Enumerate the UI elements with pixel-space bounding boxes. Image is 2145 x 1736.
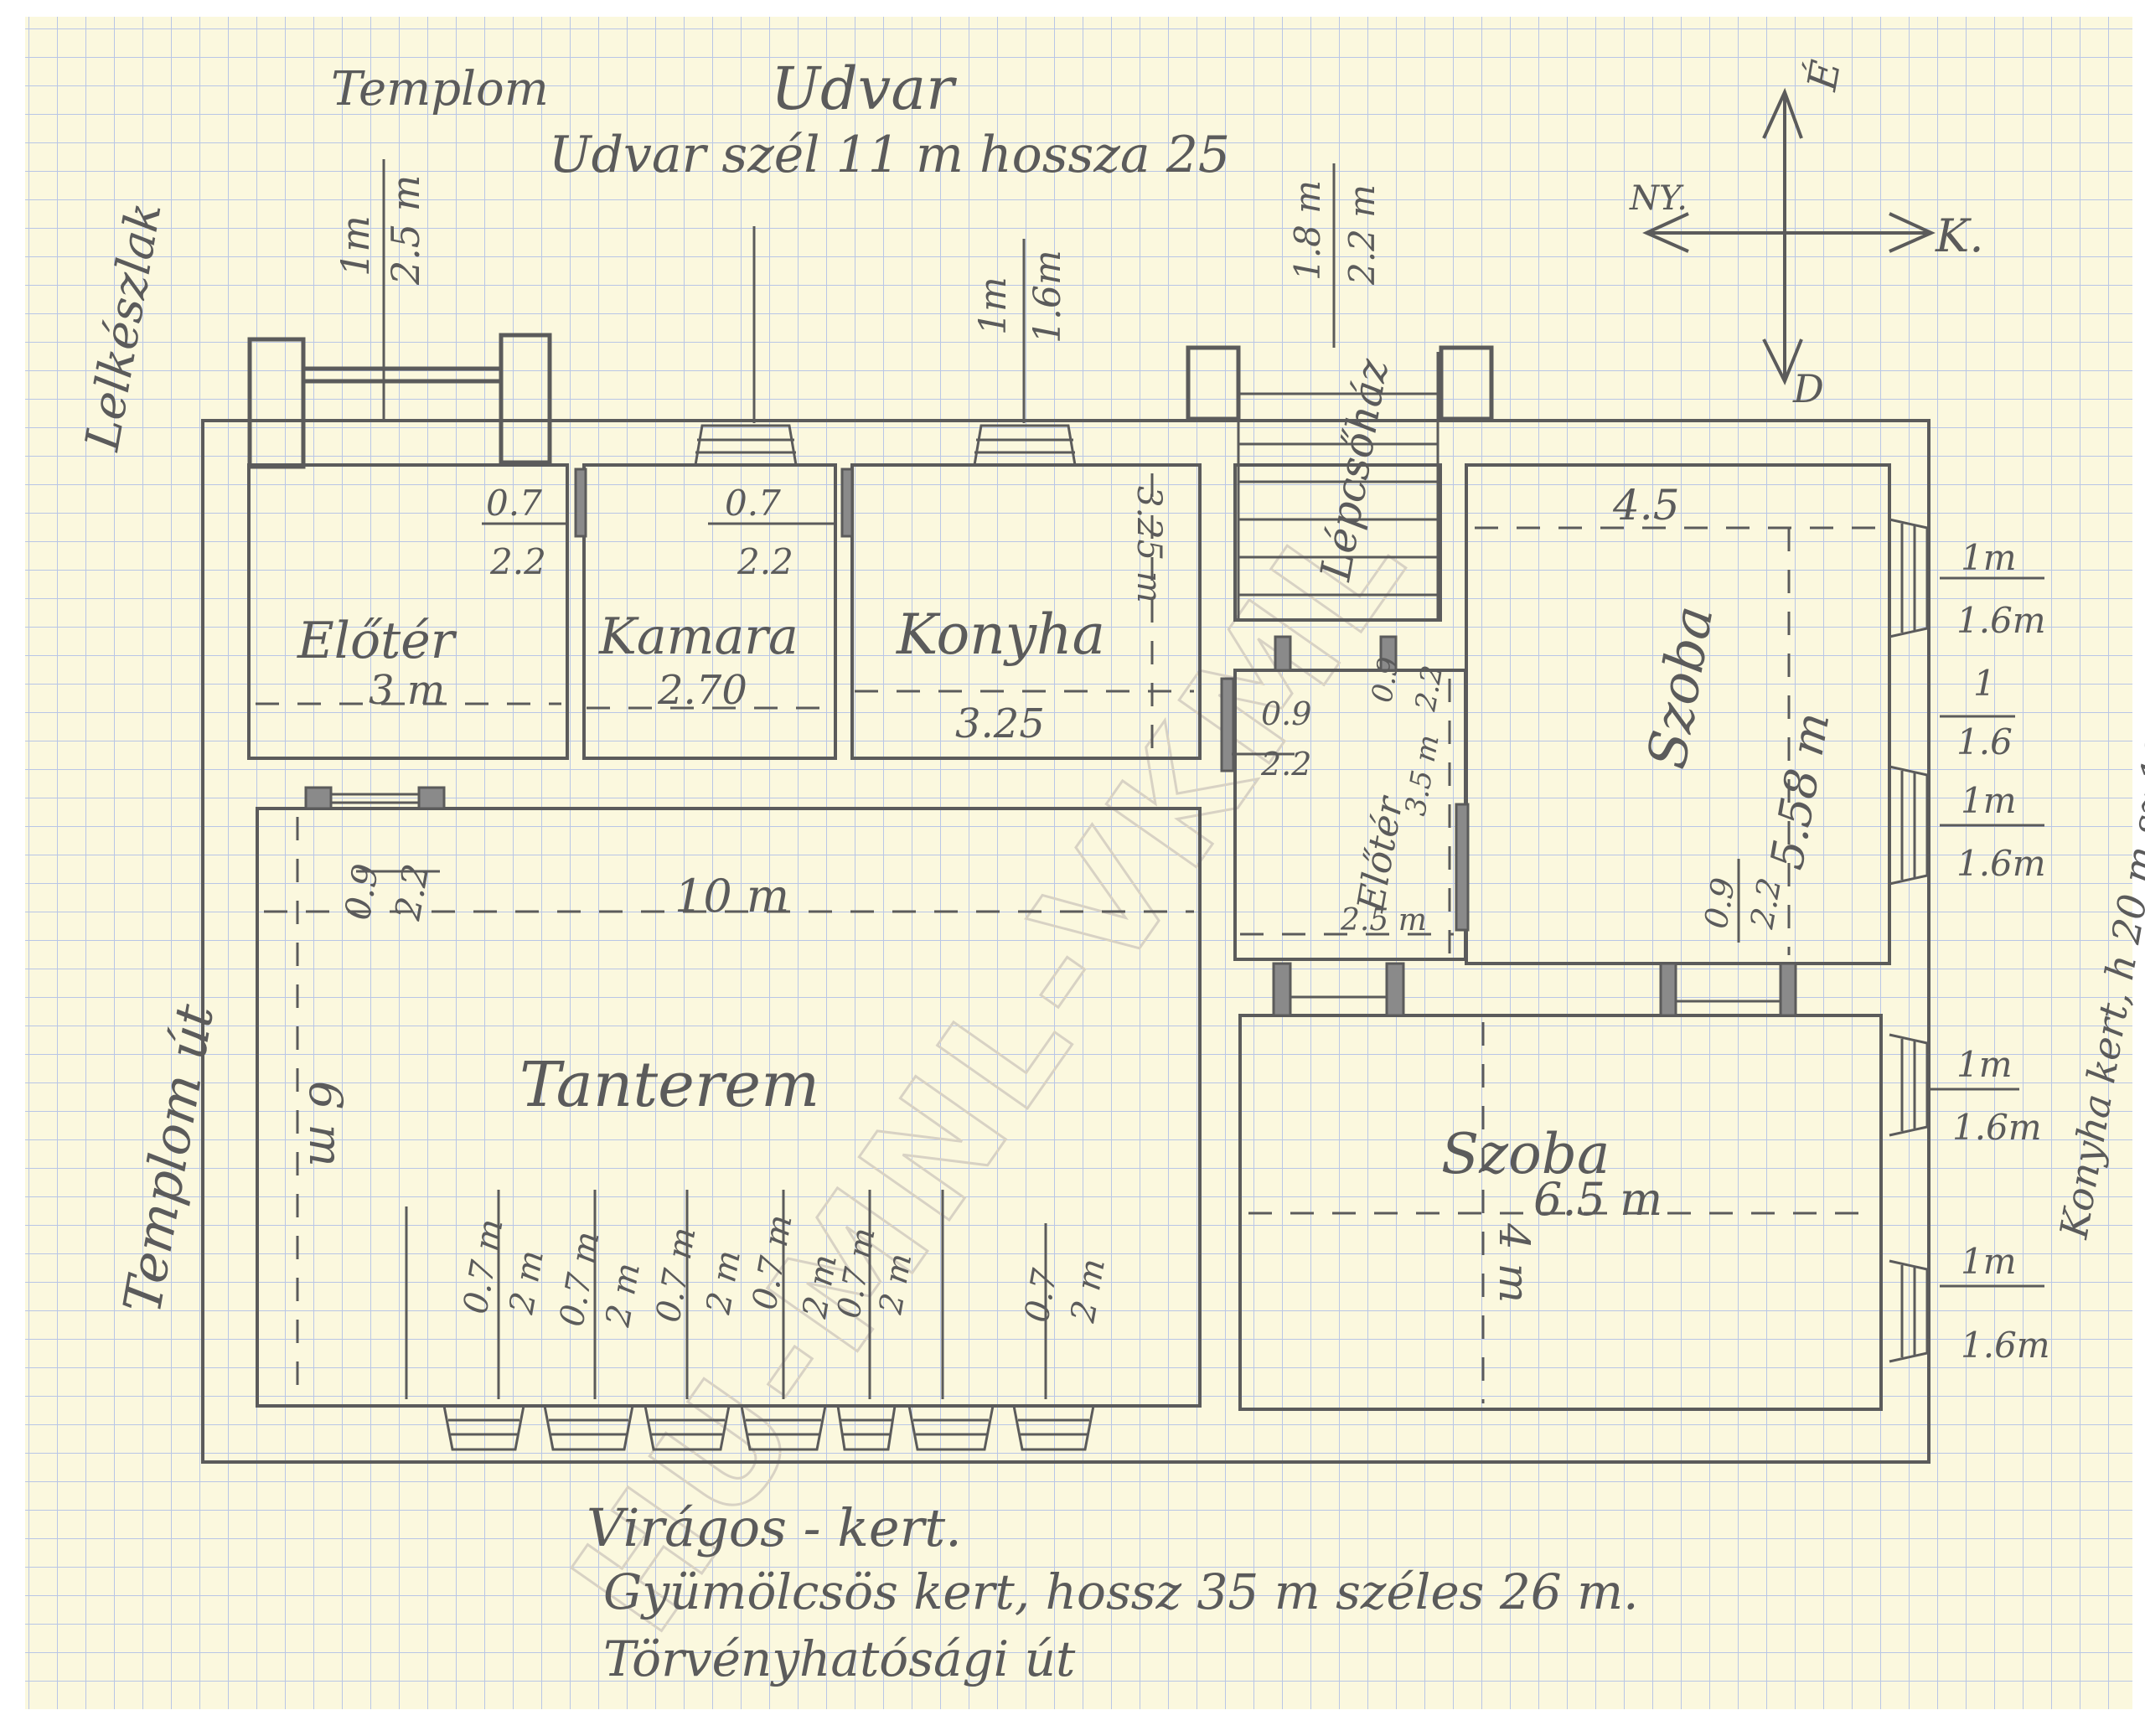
room-eloter-width: 3 m: [369, 667, 445, 714]
dimension-lines: [256, 473, 1881, 1403]
staircase-steps: [1237, 352, 1439, 620]
north-windows: [694, 424, 1077, 466]
room-szoba2-name: Szoba: [1441, 1122, 1610, 1186]
ew5-w: 1m: [1961, 1241, 2017, 1282]
konyha-window-width: 1m: [972, 276, 1015, 335]
room-szoba1-width: 4.5: [1612, 481, 1680, 530]
room-konyha-width: 3.25: [955, 700, 1045, 747]
label-templom-top: Templom: [331, 62, 549, 116]
room-eloter-door-w: 0.7: [486, 483, 542, 524]
label-udvar: Udvar: [771, 54, 957, 123]
room-tanterem-length: 10 m: [675, 870, 789, 922]
room-kamara-name: Kamara: [598, 607, 799, 666]
stair-door-height: 2.2 m: [1341, 184, 1383, 286]
compass-west: NY.: [1629, 179, 1688, 218]
eloter-walls: [247, 463, 569, 760]
compass-east: K.: [1935, 209, 1984, 262]
room-kamara-door-h: 2.2: [737, 541, 793, 582]
room-eloter2-size-b: 2.5 m: [1340, 903, 1427, 938]
interior-doors: [304, 468, 1797, 1017]
room-tanterem-door-w: 0.9: [337, 860, 387, 922]
lepcsohaz-walls: [1233, 463, 1442, 622]
ew3-h: 1.6m: [1956, 843, 2046, 884]
room-szoba1-door-h: 2.2: [1743, 875, 1788, 932]
label-viragos-kert: Virágos - kert.: [587, 1497, 962, 1558]
room-szoba1-door-w: 0.9: [1698, 875, 1743, 931]
compass-south: D: [1792, 366, 1824, 411]
room-konyha-depth: 3.25 m: [1129, 486, 1168, 603]
room-konyha-name: Konyha: [896, 602, 1105, 667]
label-udvar-size: Udvar szél 11 m hossza 25: [549, 126, 1230, 184]
room-kamara-width: 2.70: [657, 667, 747, 714]
grid-paper: [25, 17, 2132, 1709]
room-szoba2-width: 6.5 m: [1533, 1173, 1662, 1226]
ew4-h: 1.6m: [1952, 1107, 2042, 1148]
ew1-w: 1m: [1961, 537, 2017, 578]
ew2-h: 1.6: [1956, 721, 2013, 762]
south-windows: [442, 1405, 1095, 1451]
stair-door-width: 1.8 m: [1287, 180, 1328, 281]
ew3-w: 1m: [1961, 780, 2017, 821]
room-eloter2-door-b-w: 0.9: [1365, 654, 1406, 705]
kamara-walls: [582, 463, 837, 760]
room-eloter-name: Előtér: [297, 612, 457, 670]
room-eloter2-door-b-h: 2.2: [1408, 663, 1450, 714]
szoba1-walls: [1465, 463, 1891, 965]
szoba2-walls: [1238, 1014, 1883, 1411]
ew2-w: 1: [1973, 663, 1996, 704]
konyha-window-height: 1.6m: [1026, 250, 1069, 344]
east-windows: [1889, 518, 1929, 1363]
room-eloter2-door-a-w: 0.9: [1261, 695, 1311, 732]
room-tanterem-door-h: 2.2: [386, 860, 437, 923]
room-kamara-door-w: 0.7: [725, 483, 781, 524]
entrance-door-height: 2.5 m: [383, 175, 428, 286]
room-tanterem-depth: 6 m: [299, 1081, 352, 1167]
ew1-h: 1.6m: [1956, 600, 2046, 641]
compass-rose: [1642, 87, 1936, 385]
room-eloter-door-h: 2.2: [489, 541, 546, 582]
room-szoba2-depth: 4 m: [1490, 1222, 1538, 1303]
label-gyumolcsos-kert: Gyümölcsös kert, hossz 35 m széles 26 m.: [603, 1563, 1639, 1620]
konyha-walls: [850, 463, 1202, 760]
callout-lines: [356, 159, 2044, 1399]
tw6-w: 0.7: [1018, 1266, 1065, 1325]
room-tanterem-name: Tanterem: [519, 1049, 819, 1121]
entrance-door-width: 1m: [333, 215, 378, 276]
ew5-h: 1.6m: [1961, 1325, 2050, 1366]
label-torvenyhatosagi-ut: Törvényhatósági út: [603, 1630, 1076, 1687]
room-eloter2-door-a-h: 2.2: [1260, 746, 1311, 783]
building-outline: [201, 419, 1930, 1464]
east-window-labels: 1m 1.6m 1 1.6 1m 1.6m 1m 1.6m 1m 1.6m: [1952, 537, 2050, 1366]
ew4-w: 1m: [1956, 1044, 2013, 1085]
